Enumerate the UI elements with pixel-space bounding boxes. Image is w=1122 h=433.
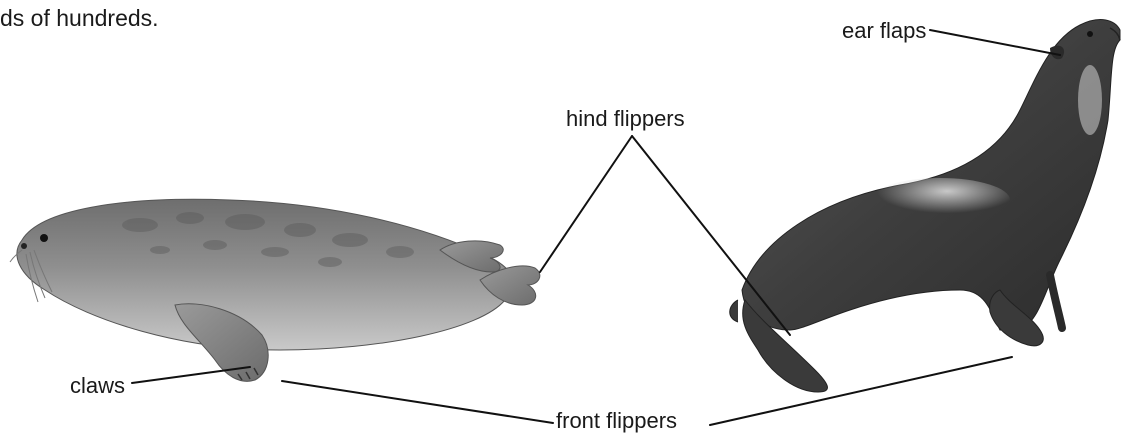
front-flippers-leader-seal — [282, 381, 553, 423]
sea-lion-illustration — [730, 20, 1120, 392]
caption-text: ds of hundreds. — [0, 5, 159, 31]
true-seal-illustration — [10, 199, 540, 381]
ear-flaps-leader — [930, 30, 1060, 55]
front-flippers-leader-sea-lion — [710, 357, 1012, 425]
label-ear-flaps: ear flaps — [842, 18, 926, 43]
hind-flippers-leader-sea-lion — [632, 136, 790, 335]
label-front-flippers: front flippers — [556, 408, 677, 433]
hind-flippers-leader-seal — [540, 136, 632, 272]
label-hind-flippers: hind flippers — [566, 106, 685, 131]
label-claws: claws — [70, 373, 125, 398]
